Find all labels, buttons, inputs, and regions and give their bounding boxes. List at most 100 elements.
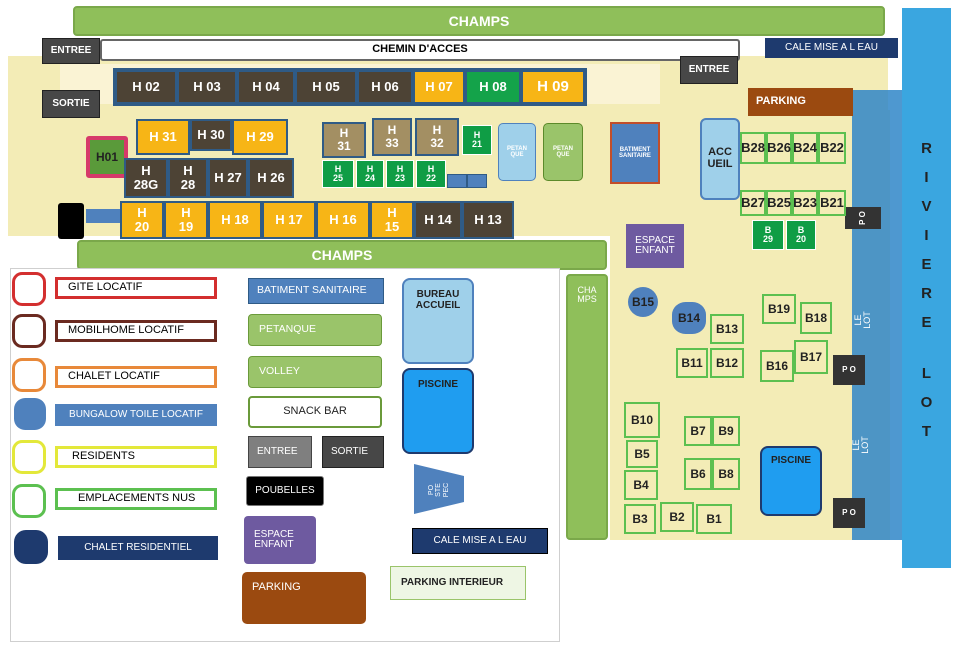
pontoon-3: P O xyxy=(833,498,865,528)
entree-button-top[interactable]: ENTREE xyxy=(42,38,100,64)
legend-chalet: CHALET LOCATIF xyxy=(55,366,217,388)
unit-h13[interactable]: H 13 xyxy=(462,201,514,239)
unit-h31[interactable]: H 31 xyxy=(136,119,190,155)
legend-bungalow-icon xyxy=(14,398,46,430)
chalet-residentiel-dark xyxy=(58,203,84,239)
legend-piscine: PISCINE xyxy=(402,368,474,454)
plot-b6[interactable]: B6 xyxy=(684,458,712,490)
plot-b23[interactable]: B23 xyxy=(792,190,818,216)
plot-b27[interactable]: B27 xyxy=(740,190,766,216)
legend-parking: PARKING xyxy=(242,572,366,624)
unit-h02[interactable]: H 02 xyxy=(115,70,177,104)
unit-h27[interactable]: H 27 xyxy=(208,158,248,198)
plot-b11[interactable]: B11 xyxy=(676,348,708,378)
unit-h31-tan[interactable]: H 31 xyxy=(322,122,366,158)
unit-h22[interactable]: H 22 xyxy=(416,160,446,188)
bungalow-slot xyxy=(467,174,487,188)
unit-h21[interactable]: H 21 xyxy=(462,125,492,155)
entree-button-right[interactable]: ENTREE xyxy=(680,56,738,84)
plot-b15[interactable]: B15 xyxy=(628,287,658,317)
legend-gite-icon xyxy=(12,272,46,306)
unit-h06[interactable]: H 06 xyxy=(357,70,413,104)
unit-h24[interactable]: H 24 xyxy=(356,160,384,188)
legend-parking-interieur: PARKING INTERIEUR xyxy=(390,566,526,600)
gite-h01[interactable]: H01 xyxy=(86,136,128,178)
plot-b8[interactable]: B8 xyxy=(712,458,740,490)
plot-b13[interactable]: B13 xyxy=(710,314,744,344)
unit-h30[interactable]: H 30 xyxy=(190,119,232,151)
river-letter: E xyxy=(921,256,932,273)
unit-h25[interactable]: H 25 xyxy=(322,160,354,188)
le-lot-label-1: LE LOT xyxy=(852,311,872,329)
sortie-button-left[interactable]: SORTIE xyxy=(42,90,100,118)
plot-b3[interactable]: B3 xyxy=(624,504,656,534)
unit-h04[interactable]: H 04 xyxy=(237,70,295,104)
plot-b21[interactable]: B21 xyxy=(818,190,846,216)
legend-cale: CALE MISE A L EAU xyxy=(412,528,548,554)
legend-gite: GITE LOCATIF xyxy=(55,277,217,299)
river-letter: V xyxy=(921,198,932,215)
plot-b9[interactable]: B9 xyxy=(712,416,740,446)
b-grid: B28 B26 B24 B22 B27 B25 B23 B21 xyxy=(740,132,850,216)
unit-h32[interactable]: H 32 xyxy=(415,118,459,156)
plot-b1[interactable]: B1 xyxy=(696,504,732,534)
legend-chalet-res: CHALET RESIDENTIEL xyxy=(58,536,218,560)
plot-b19[interactable]: B19 xyxy=(762,294,796,324)
unit-h08[interactable]: H 08 xyxy=(465,70,521,104)
unit-h05[interactable]: H 05 xyxy=(295,70,357,104)
unit-h15[interactable]: H 15 xyxy=(370,201,414,239)
unit-h19[interactable]: H 19 xyxy=(164,201,208,239)
plot-b5[interactable]: B5 xyxy=(626,440,658,468)
le-lot-label-2: LE LOT xyxy=(850,436,870,454)
plot-b7[interactable]: B7 xyxy=(684,416,712,446)
plot-b18[interactable]: B18 xyxy=(800,302,832,334)
bungalow-slot xyxy=(86,209,102,223)
accueil-building[interactable]: ACC UEIL xyxy=(700,118,740,200)
plot-b10[interactable]: B10 xyxy=(624,402,660,438)
unit-h20[interactable]: H 20 xyxy=(120,201,164,239)
plot-b4[interactable]: B4 xyxy=(624,470,658,500)
unit-h33[interactable]: H 33 xyxy=(372,118,412,156)
legend-emplacements: EMPLACEMENTS NUS xyxy=(55,488,217,510)
legend-bureau-accueil: BUREAU ACCUEIL xyxy=(402,278,474,364)
legend-poubelles: POUBELLES xyxy=(246,476,324,506)
unit-h17[interactable]: H 17 xyxy=(262,201,316,239)
legend-emplacements-icon xyxy=(12,484,46,518)
sanitary-building-map: BATIMENT SANITAIRE xyxy=(610,122,660,184)
plot-b26[interactable]: B26 xyxy=(766,132,792,164)
espace-enfant-map: ESPACE ENFANT xyxy=(626,224,684,268)
champs-vertical: CHA MPS xyxy=(566,274,608,540)
plot-b25[interactable]: B25 xyxy=(766,190,792,216)
plot-b2[interactable]: B2 xyxy=(660,502,694,532)
unit-h29[interactable]: H 29 xyxy=(232,119,288,155)
unit-h23[interactable]: H 23 xyxy=(386,160,414,188)
unit-h16[interactable]: H 16 xyxy=(316,201,370,239)
access-road: CHEMIN D'ACCES xyxy=(100,39,740,61)
plot-b14[interactable]: B14 xyxy=(672,302,706,334)
unit-h28[interactable]: H 28 xyxy=(168,158,208,198)
unit-h14[interactable]: H 14 xyxy=(414,201,462,239)
champs-middle: CHAMPS xyxy=(77,240,607,270)
petanque-court-a: PETAN QUE xyxy=(498,123,536,181)
plot-b12[interactable]: B12 xyxy=(710,348,744,378)
plot-b17[interactable]: B17 xyxy=(794,340,828,374)
plot-b24[interactable]: B24 xyxy=(792,132,818,164)
unit-h07[interactable]: H 07 xyxy=(413,70,465,104)
pontoon-1: P O xyxy=(845,207,881,229)
legend-petanque: PETANQUE xyxy=(248,314,382,346)
legend-batiment: BATIMENT SANITAIRE xyxy=(248,278,384,304)
plot-b16[interactable]: B16 xyxy=(760,350,794,382)
unit-h18[interactable]: H 18 xyxy=(208,201,262,239)
unit-h26[interactable]: H 26 xyxy=(248,158,294,198)
unit-b20[interactable]: B 20 xyxy=(786,220,816,250)
river-letter: L xyxy=(921,365,932,382)
unit-h03[interactable]: H 03 xyxy=(177,70,237,104)
unit-h28g[interactable]: H 28G xyxy=(124,158,168,198)
plot-b22[interactable]: B22 xyxy=(818,132,846,164)
legend-poste-pec-icon xyxy=(412,462,466,516)
top-field: CHAMPS xyxy=(73,6,885,36)
plot-b28[interactable]: B28 xyxy=(740,132,766,164)
legend-residents-icon xyxy=(12,440,46,474)
unit-h09[interactable]: H 09 xyxy=(521,70,585,104)
unit-b29[interactable]: B 29 xyxy=(752,220,784,250)
